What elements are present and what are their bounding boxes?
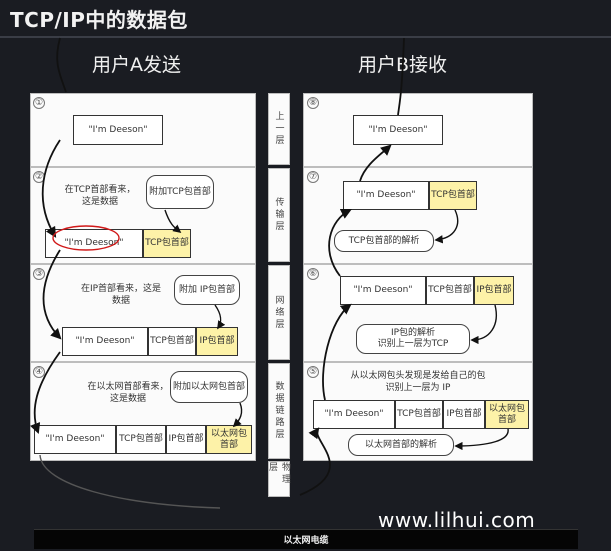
ip-header-box: IP包首部 — [166, 425, 206, 454]
step-number: ⑤ — [307, 366, 319, 378]
step-number: ① — [33, 97, 45, 109]
step-number: ③ — [33, 268, 45, 280]
action-bubble: 附加以太网包首部 — [170, 371, 248, 403]
layer-transport: 传输层 — [268, 168, 290, 262]
parse-bubble: IP包的解析 识别上一层为TCP — [356, 324, 470, 354]
receiver-flow-arrow — [328, 209, 352, 277]
sender-flow-arrow — [56, 37, 67, 93]
sender-heading: 用户A发送 — [92, 54, 181, 76]
action-bubble: 附加 IP包首部 — [174, 275, 240, 305]
pointer-arrow — [454, 428, 509, 451]
tcp-header-box: TCP包首部 — [426, 276, 474, 305]
data-box: "I'm Deeson" — [343, 181, 429, 210]
receiver-flow-arrow — [299, 427, 331, 496]
parse-bubble: TCP包首部的解析 — [334, 230, 434, 252]
tcp-header-box: TCP包首部 — [116, 425, 166, 454]
layer-note: 从以太网包头发现是发给自己的包 识别上一层为 IP — [350, 371, 486, 393]
tcp-header-box: TCP包首部 — [148, 327, 196, 356]
pointer-arrow — [214, 304, 226, 330]
sender-flow-arrow — [29, 351, 61, 435]
sender-flow-arrow — [41, 139, 61, 238]
action-bubble: 附加TCP包首部 — [146, 175, 214, 209]
data-box: "I'm Deeson" — [45, 229, 143, 258]
pointer-arrow — [164, 209, 182, 234]
ip-header-box: IP包首部 — [196, 327, 238, 356]
parse-bubble: 以太网首部的解析 — [348, 434, 454, 456]
tcp-header-box: TCP包首部 — [395, 400, 443, 429]
data-box: "I'm Deeson" — [313, 400, 395, 429]
ethernet-cable-bar: 以太网电缆 — [34, 529, 578, 549]
sender-flow-arrow — [39, 454, 221, 509]
ip-header-box: IP包首部 — [443, 400, 485, 429]
step-number: ⑧ — [307, 97, 319, 109]
layer-upper: 上一层 — [268, 93, 290, 165]
receiver-flow-arrow — [359, 144, 392, 182]
step-number: ⑦ — [307, 171, 319, 183]
tcp-header-box: TCP包首部 — [143, 229, 191, 258]
red-circle-annotation — [52, 225, 120, 251]
layer-note: 在IP首部看来，这是数据 — [80, 284, 162, 306]
layer-physical: 物理层 — [267, 461, 290, 497]
receiver-flow-arrow — [397, 37, 405, 116]
pointer-arrow — [232, 402, 243, 428]
pointer-arrow — [470, 304, 497, 345]
layer-note: 在以太网首部看来，这是数据 — [87, 382, 169, 404]
data-box: "I'm Deeson" — [353, 115, 443, 145]
tcp-header-box: TCP包首部 — [429, 181, 477, 210]
receiver-flow-arrow — [322, 303, 352, 401]
data-box: "I'm Deeson" — [340, 276, 426, 305]
ethernet-header-box: 以太网包首部 — [206, 425, 252, 454]
layer-note: 在TCP首部看来，这是数据 — [64, 185, 136, 207]
step-number: ⑥ — [307, 268, 319, 280]
ethernet-header-box: 以太网包首部 — [485, 400, 529, 429]
data-box: "I'm Deeson" — [34, 425, 116, 454]
layer-datalink: 数据链路层 — [268, 363, 290, 459]
layer-network: 网络层 — [268, 265, 290, 360]
data-box: "I'm Deeson" — [73, 115, 163, 145]
pointer-arrow — [434, 209, 459, 244]
page-title: TCP/IP中的数据包 — [10, 8, 188, 32]
ip-header-box: IP包首部 — [474, 276, 514, 305]
title-divider — [0, 36, 611, 38]
data-box: "I'm Deeson" — [62, 327, 148, 356]
watermark: www.lilhui.com — [378, 508, 536, 532]
sender-flow-arrow — [42, 249, 62, 340]
step-number: ④ — [33, 366, 45, 378]
